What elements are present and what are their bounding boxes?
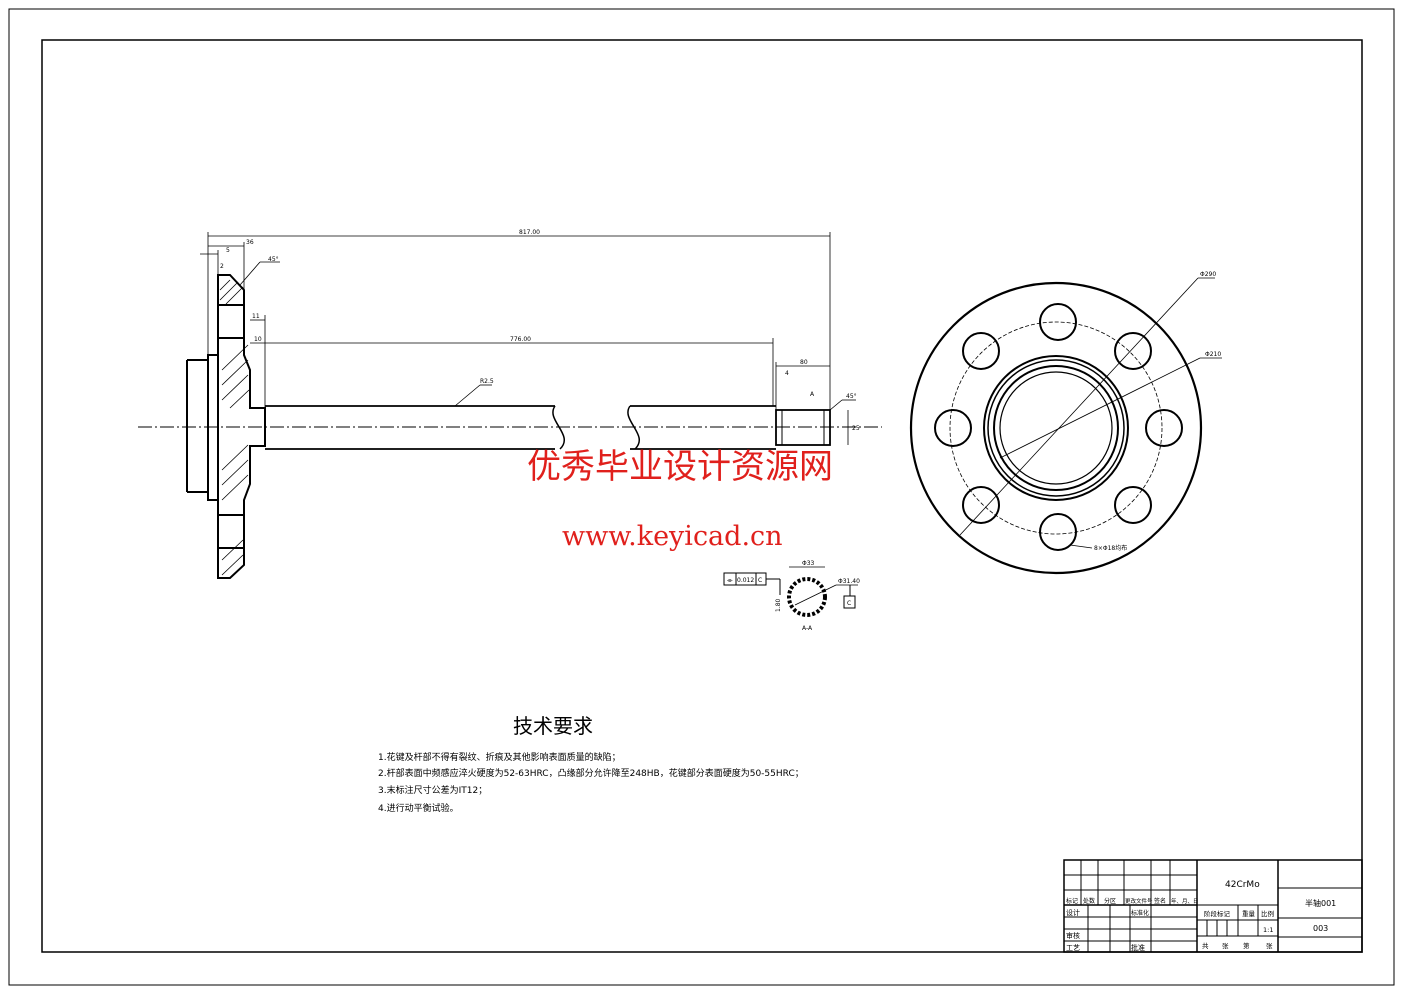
dim-chamfer: 45° bbox=[268, 256, 279, 263]
scale-value: 1:1 bbox=[1263, 926, 1273, 934]
process-label: 工艺 bbox=[1066, 944, 1080, 952]
spline-end bbox=[775, 409, 831, 446]
header-mark: 标记 bbox=[1066, 897, 1078, 905]
hub-circle bbox=[983, 355, 1129, 501]
dim-chamfer-2: 45° bbox=[846, 393, 857, 400]
dim-spline-4: 4 bbox=[785, 370, 789, 377]
break-lines bbox=[552, 405, 641, 450]
tech-item: 1.花键及杆部不得有裂纹、折痕及其他影响表面质量的缺陷； bbox=[378, 751, 621, 763]
watermark-title: 优秀毕业设计资源网 bbox=[527, 447, 833, 487]
hatching bbox=[219, 279, 250, 576]
tolerance-symbol: ⌯ bbox=[727, 576, 733, 584]
flange-outline bbox=[217, 274, 266, 579]
dim-outer-dia: Φ290 bbox=[1200, 271, 1216, 278]
title-block-grid bbox=[1063, 859, 1363, 953]
dim-radius: R2.5 bbox=[480, 378, 494, 385]
drawing-code: 003 bbox=[1313, 924, 1328, 933]
section-label: A-A bbox=[802, 625, 813, 632]
dim-11: 11 bbox=[252, 313, 260, 320]
inner-frame bbox=[41, 39, 1363, 953]
dim-2: 2 bbox=[220, 263, 224, 270]
header-date: 年、月、日 bbox=[1171, 897, 1199, 905]
dim-spline-dia: 25 bbox=[852, 425, 860, 432]
bolt-holes bbox=[934, 303, 1183, 551]
hub-circle bbox=[993, 365, 1119, 491]
approve-label: 批准 bbox=[1131, 943, 1145, 952]
dim-5: 5 bbox=[226, 247, 230, 254]
flange-outer-circle bbox=[909, 281, 1203, 575]
header-zone: 分区 bbox=[1104, 897, 1116, 905]
header-change-doc: 更改文件号 bbox=[1125, 897, 1153, 905]
spline-section bbox=[787, 577, 827, 617]
standard-label: 标准化 bbox=[1131, 909, 1149, 917]
shaft-outline bbox=[265, 405, 776, 450]
bolt-circle bbox=[949, 321, 1163, 535]
section-width: Φ33 bbox=[802, 560, 815, 567]
section-mark-a: A bbox=[810, 391, 815, 398]
material: 42CrMo bbox=[1225, 880, 1260, 890]
dim-overall: 817.00 bbox=[519, 229, 540, 236]
datum-box: C bbox=[847, 600, 851, 607]
dimension-lines bbox=[200, 232, 856, 445]
design-label: 设计 bbox=[1066, 908, 1080, 917]
tech-item: 4.进行动平衡试验。 bbox=[378, 802, 459, 814]
title-block: 标记 处数 分区 更改文件号 签名 年、月、日 设计 标准化 审核 工艺 批准 … bbox=[1063, 859, 1363, 953]
tech-title: 技术要求 bbox=[513, 714, 593, 738]
datum-box-frame bbox=[843, 595, 856, 609]
part-name: 半轴001 bbox=[1305, 898, 1336, 908]
dim-bolt-circle: Φ210 bbox=[1205, 351, 1221, 358]
section-dia: Φ31.40 bbox=[838, 578, 860, 585]
section-a-a: ⌯ 0.012 C Φ33 Φ31.40 C 1.80 A-A bbox=[723, 560, 860, 632]
tolerance-value: 0.012 bbox=[737, 577, 754, 584]
leader-lines bbox=[959, 277, 1222, 549]
watermark-url: www.keyicad.cn bbox=[562, 521, 783, 552]
hub-circle bbox=[987, 359, 1125, 497]
review-label: 审核 bbox=[1066, 931, 1080, 940]
outer-border bbox=[8, 8, 1395, 986]
scale-label: 比例 bbox=[1261, 909, 1274, 918]
dim-shaft-length: 776.00 bbox=[510, 336, 531, 343]
sheet-unit-label: 张 bbox=[1266, 941, 1273, 950]
weight-label: 重量 bbox=[1242, 910, 1256, 918]
dim-flange-width: 36 bbox=[246, 239, 254, 246]
section-height: 1.80 bbox=[775, 598, 782, 612]
sheets-unit-label: 张 bbox=[1222, 941, 1229, 950]
header-count: 处数 bbox=[1083, 897, 1095, 905]
sheet-number-label: 第 bbox=[1243, 941, 1250, 950]
front-view: Φ290 Φ210 8×Φ18均布 bbox=[909, 271, 1222, 575]
tech-item: 2.杆部表面中频感应淬火硬度为52-63HRC，凸缘部分允许降至248HB，花键… bbox=[378, 767, 804, 779]
dim-holes: 8×Φ18均布 bbox=[1094, 544, 1127, 552]
dim-spline-length: 80 bbox=[800, 359, 808, 366]
sheets-total-label: 共 bbox=[1202, 941, 1209, 950]
hub-circle bbox=[999, 371, 1113, 485]
hub-outline bbox=[186, 354, 219, 501]
tolerance-datum: C bbox=[758, 577, 762, 584]
side-view: 817.00 36 5 2 45° 11 10 776.00 80 4 A 45… bbox=[138, 229, 882, 579]
stage-label: 阶段标记 bbox=[1204, 909, 1231, 918]
tech-item: 3.末标注尺寸公差为IT12； bbox=[378, 784, 487, 796]
dim-10: 10 bbox=[254, 336, 262, 343]
header-signature: 签名 bbox=[1154, 897, 1166, 905]
dia-leader bbox=[794, 584, 837, 606]
